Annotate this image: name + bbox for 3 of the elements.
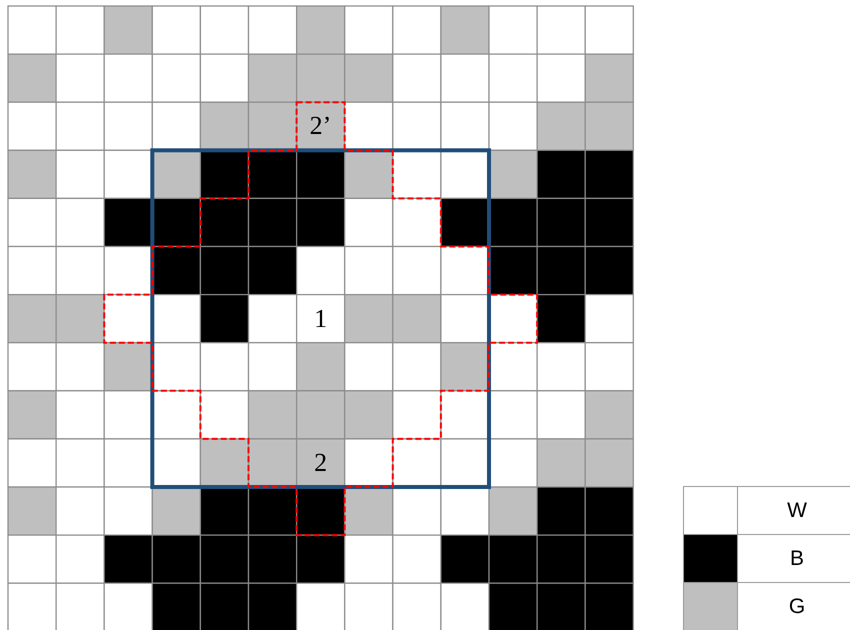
cell-number: 1 [314,306,328,332]
cell-number: 2’ [310,113,332,140]
cell-number: 2 [314,450,328,476]
